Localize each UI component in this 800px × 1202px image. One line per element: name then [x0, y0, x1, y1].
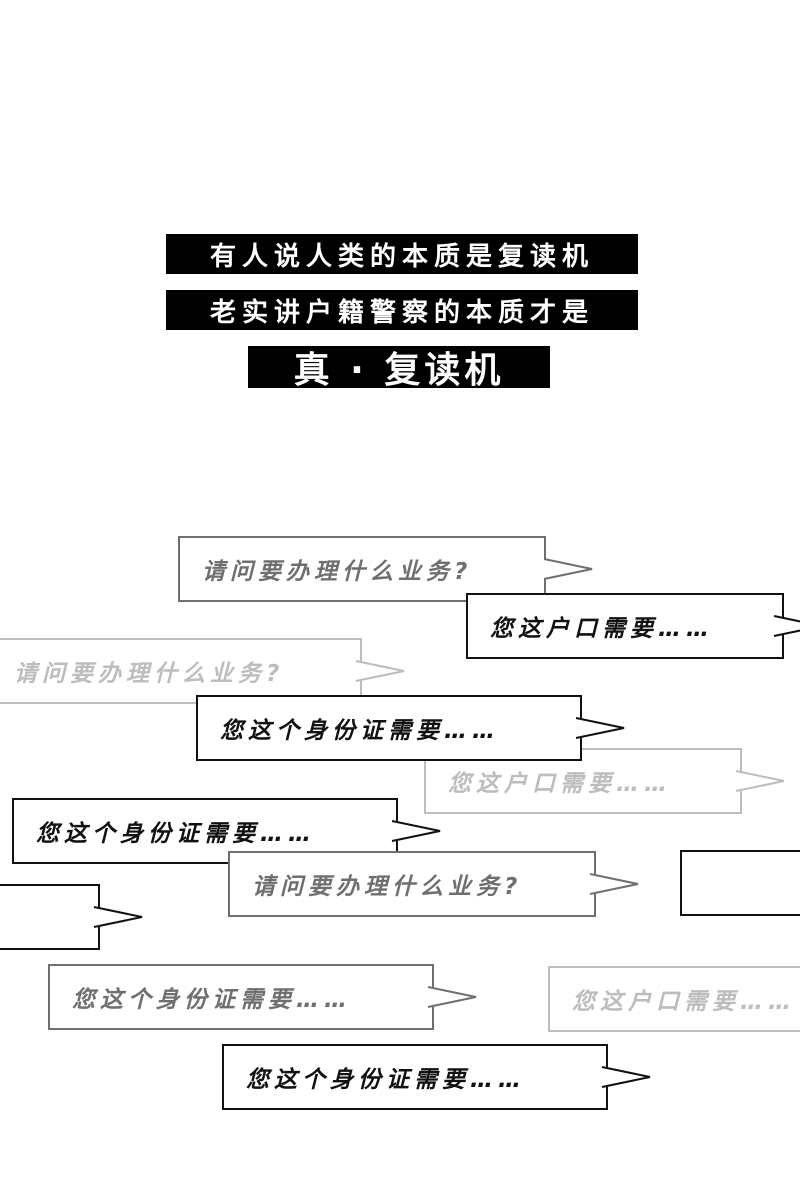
- speech-tail-icon: [735, 770, 785, 792]
- speech-tail-icon: [355, 660, 405, 682]
- speech-bubble-text: 您这个身份证需要……: [72, 987, 352, 1013]
- speech-bubble-text: 请问要办理什么业务?: [252, 874, 523, 900]
- headline-line-1-text: 有人说人类的本质是复读机: [209, 241, 594, 272]
- speech-bubble-id-card-3: 您这个身份证需要……: [48, 964, 477, 1030]
- speech-bubble-text: 请问要办理什么业务?: [202, 559, 473, 585]
- speech-bubble-empty-right: [680, 850, 800, 916]
- speech-tail-icon: [575, 717, 625, 739]
- speech-bubble-empty-left: [0, 884, 143, 950]
- speech-bubble-id-card-4: 您这个身份证需要……: [222, 1044, 651, 1110]
- speech-tail-icon: [93, 906, 143, 928]
- speech-bubble-text: 您这个身份证需要……: [36, 821, 316, 847]
- speech-bubble-text: 您这个身份证需要……: [220, 718, 500, 744]
- speech-tail-icon: [773, 615, 800, 637]
- speech-bubble-text: 您这个身份证需要……: [246, 1067, 526, 1093]
- headline-line-3: 真 · 复读机: [248, 346, 550, 391]
- headline-line-2: 老实讲户籍警察的本质才是: [166, 290, 638, 330]
- speech-bubble-id-card-1: 您这个身份证需要……: [196, 695, 625, 761]
- headline-line-2-text: 老实讲户籍警察的本质才是: [209, 297, 594, 328]
- speech-tail-icon: [601, 1066, 651, 1088]
- speech-bubble-question-2: 请问要办理什么业务?: [0, 638, 405, 704]
- speech-bubble-text: 您这户口需要……: [490, 616, 714, 642]
- speech-tail-icon: [391, 820, 441, 842]
- speech-tail-icon: [543, 558, 593, 580]
- speech-bubble-hukou-1: 您这户口需要……: [466, 593, 800, 659]
- headline-line-1: 有人说人类的本质是复读机: [166, 234, 638, 274]
- speech-bubble-hukou-3: 您这户口需要……: [548, 966, 800, 1032]
- speech-bubble-text: 您这户口需要……: [572, 989, 796, 1015]
- speech-bubble-question-1: 请问要办理什么业务?: [178, 536, 593, 602]
- speech-bubble-hukou-2: 您这户口需要……: [424, 748, 785, 814]
- speech-bubble-text: 您这户口需要……: [448, 771, 672, 797]
- speech-tail-icon: [427, 986, 477, 1008]
- speech-tail-icon: [589, 873, 639, 895]
- headline-line-3-text: 真 · 复读机: [293, 350, 505, 391]
- speech-bubble-question-3: 请问要办理什么业务?: [228, 851, 639, 917]
- speech-bubble-text: 请问要办理什么业务?: [14, 661, 285, 687]
